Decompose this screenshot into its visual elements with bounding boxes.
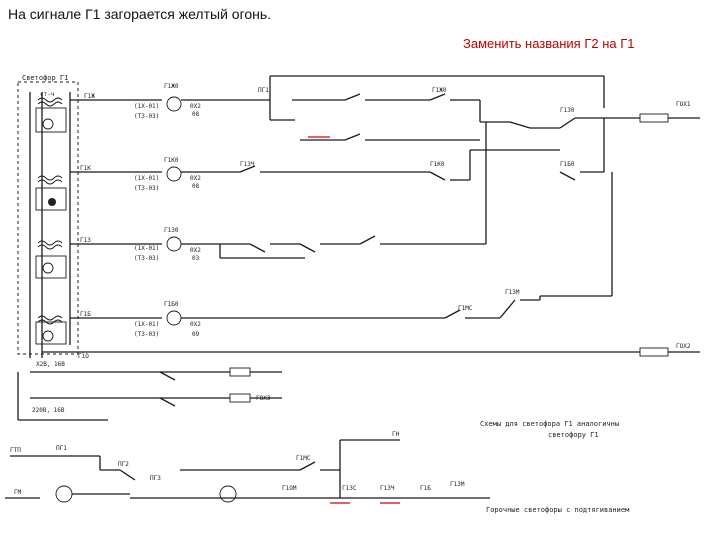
diagram-label: Схемы для светофора Г1 аналогичны [480,420,619,428]
diagram-label: Г1Ж [84,93,95,100]
diagram-label: светофору Г1 [548,431,599,439]
diagram-label: Г1З [80,237,91,244]
diagram-label: Г1ЗЧ [380,485,395,492]
annotation-note: Заменить названия Г2 на Г1 [463,36,635,51]
diagram-label: ГТП [10,447,21,454]
diagram-label: ГН [392,431,400,438]
diagram-label: (1Х-01) [134,175,159,182]
diagram-label: (Т3-03) [134,255,159,262]
lamp-block-4 [35,315,67,345]
lamp-g1zh [166,96,182,112]
diagram-label: 03 [192,255,200,262]
diagram-label: Г1ЗЧ [240,161,255,168]
diagram-label: (1Х-01) [134,245,159,252]
diagram-label: Г1Ж0 [164,83,179,90]
diagram-label: ГОХ3 [256,395,271,402]
diagram-label: Г1Ж0 [432,87,447,94]
diagram-label: Г1МС [458,305,473,312]
diagram-label: (1Х-01) [134,103,159,110]
page-title: На сигнале Г1 загорается желтый огонь. [8,6,272,22]
diagram-label: Х2В, 16В [36,361,65,368]
diagram-label: ГОХ1 [676,101,691,108]
diagram-label: Г1К [80,165,91,172]
diagram-label: ПГ1 [56,445,67,452]
diagram-label: Г1О [78,353,89,360]
signal-cabinet-frame [17,81,79,355]
diagram-label: Г1З0 [164,227,179,234]
diagram-label: 08 [192,111,200,118]
lamp-g1z [166,236,182,252]
diagram-label: 09 [192,331,200,338]
diagram-label: Г1ОМ [282,485,297,492]
lamp-gm2 [219,485,237,503]
diagram-label: Г1ЗС [342,485,357,492]
cabinet-label: Светофор Г1 [22,74,68,82]
lamp-block-1 [35,97,67,133]
diagram-label: Г1МС [296,455,311,462]
diagram-label: ПГ2 [118,461,129,468]
diagram-label: 08 [192,183,200,190]
diagram-label: (1Х-01) [134,321,159,328]
lamp-g1k [166,166,182,182]
diagram-label: Г1Б [80,311,91,318]
diagram-label: ГМ [14,489,22,496]
lamp-block-3 [35,240,67,279]
diagram-label: (Т3-03) [134,113,159,120]
diagram-label: 220В, 16В [32,407,65,414]
diagram-label: ПГ3 [150,475,161,482]
diagram-label: (Т3-03) [134,185,159,192]
diagram-label: Г1К0 [430,161,445,168]
diagram-label: 0Х2 [190,175,201,182]
diagram-label: ПГ1 [258,87,269,94]
diagram-label: ст-ч [40,91,55,98]
diagram-label: 0Х2 [190,103,201,110]
diagram-label: Г1К0 [164,157,179,164]
diagram-label: Г1ЗМ [450,481,465,488]
diagram-label: Г1Б [420,485,431,492]
lamp-g1b [166,310,182,326]
diagram-label: (Т3-03) [134,331,159,338]
diagram-label: Г1Б0 [560,161,575,168]
lamp-gm [55,485,73,503]
diagram-label: Г1ЗМ [505,289,520,296]
diagram-label: Г1З0 [560,107,575,114]
diagram-label: 0Х2 [190,247,201,254]
diagram-label: 0Х2 [190,321,201,328]
lamp-block-2 [35,175,67,211]
diagram-label: Горочные светофоры с подтягиванием [486,506,630,514]
diagram-label: Г1Б0 [164,301,179,308]
diagram-label: ГОХ2 [676,343,691,350]
